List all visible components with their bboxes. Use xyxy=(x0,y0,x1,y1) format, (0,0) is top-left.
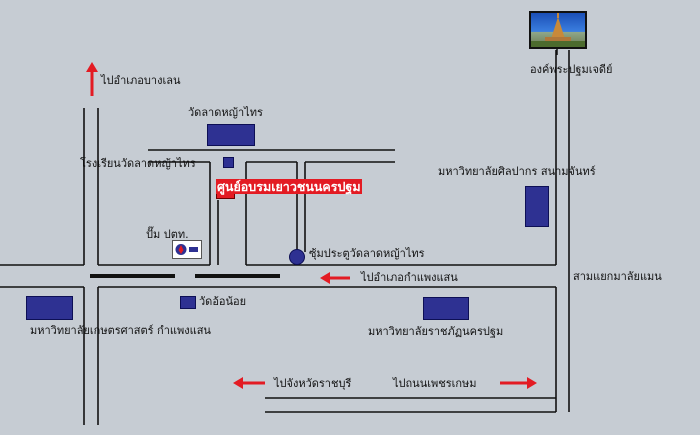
kasetsart-label: มหาวิทยาลัยเกษตรศาสตร์ กำแพงแสน xyxy=(30,324,211,337)
gate-marker-icon xyxy=(289,249,305,265)
to-ratchaburi-label: ไปจังหวัดราชบุรี xyxy=(274,377,352,390)
to-kamphaeng-saen-label: ไปอำเภอกำแพงแสน xyxy=(361,271,458,284)
kasetsart-building xyxy=(26,296,73,320)
training-center-label: ศูนย์อบรมเยาวชนนครปฐม xyxy=(216,179,362,194)
intersection-label: สามแยกมาลัยแมน xyxy=(573,270,662,283)
junction-gate-label: ซุ้มประตูวัดลาดหญ้าไทร xyxy=(309,247,425,260)
silpakorn-building xyxy=(525,186,549,227)
wat-lat-ya-sai-label: วัดลาดหญ้าไทร xyxy=(188,106,263,119)
north-road-label: ไปอำเภอบางเลน xyxy=(101,74,181,87)
chedi-photo-icon xyxy=(529,11,587,49)
ptt-gas-station-icon xyxy=(172,240,202,259)
phra-pathom-label: องค์พระปฐมเจดีย์ xyxy=(530,63,613,76)
rajabhat-building xyxy=(423,297,469,320)
rajabhat-label: มหาวิทยาลัยราชภัฏนครปฐม xyxy=(368,325,504,338)
to-phetkasem-label: ไปถนนเพชรเกษม xyxy=(393,377,477,390)
school-building xyxy=(223,157,234,168)
wat-on-noi-label: วัดอ้อน้อย xyxy=(199,295,247,308)
gas-station-label: ปั๊ม ปตท. xyxy=(146,228,189,241)
silpakorn-label: มหาวิทยาลัยศิลปากร สนามจันทร์ xyxy=(438,165,596,178)
school-label: โรงเรียนวัดลาดหญ้าไทร xyxy=(80,157,196,170)
wat-lat-ya-sai-building xyxy=(207,124,255,146)
wat-on-noi-building xyxy=(180,296,196,309)
